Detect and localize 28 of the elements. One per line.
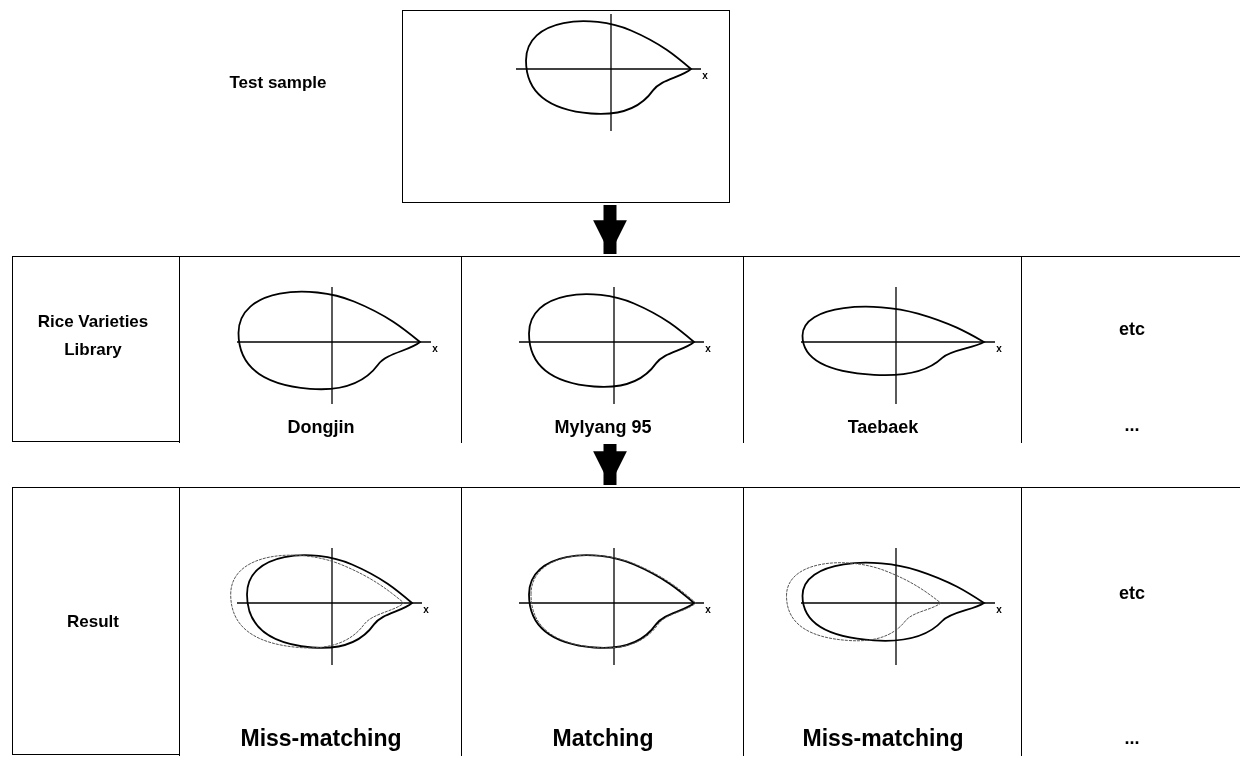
block-arrow bbox=[593, 444, 627, 485]
grain-plot-panel bbox=[743, 257, 1021, 443]
axis-label: x bbox=[701, 70, 709, 81]
etc-label: etc bbox=[1118, 319, 1146, 341]
block-arrow bbox=[593, 205, 627, 254]
row-heading: Rice Varieties Library bbox=[36, 311, 150, 361]
variety-name: Taebaek bbox=[846, 417, 920, 438]
ellipsis-label: ... bbox=[1123, 415, 1141, 436]
grain-plot-panel bbox=[461, 257, 743, 443]
axis-label: x bbox=[704, 343, 712, 354]
variety-name: Dongjin bbox=[286, 417, 356, 438]
row-heading: Test sample bbox=[228, 73, 328, 93]
grain-plot-panel bbox=[743, 488, 1021, 756]
variety-name: Miss-matching bbox=[801, 725, 965, 752]
ellipsis-label: ... bbox=[1123, 728, 1141, 749]
axis-label: x bbox=[704, 604, 712, 615]
axis-label: x bbox=[431, 343, 439, 354]
row-heading: Result bbox=[66, 611, 120, 633]
grain-plot-panel bbox=[179, 257, 461, 443]
variety-name: Matching bbox=[551, 725, 655, 752]
axis-label: x bbox=[995, 604, 1003, 615]
grain-plot-panel bbox=[461, 488, 743, 756]
variety-name: Mylyang 95 bbox=[553, 417, 653, 438]
grain-plot-panel bbox=[179, 488, 461, 756]
etc-label: etc bbox=[1118, 583, 1146, 605]
variety-name: Miss-matching bbox=[239, 725, 403, 752]
axis-label: x bbox=[995, 343, 1003, 354]
axis-label: x bbox=[422, 604, 430, 615]
